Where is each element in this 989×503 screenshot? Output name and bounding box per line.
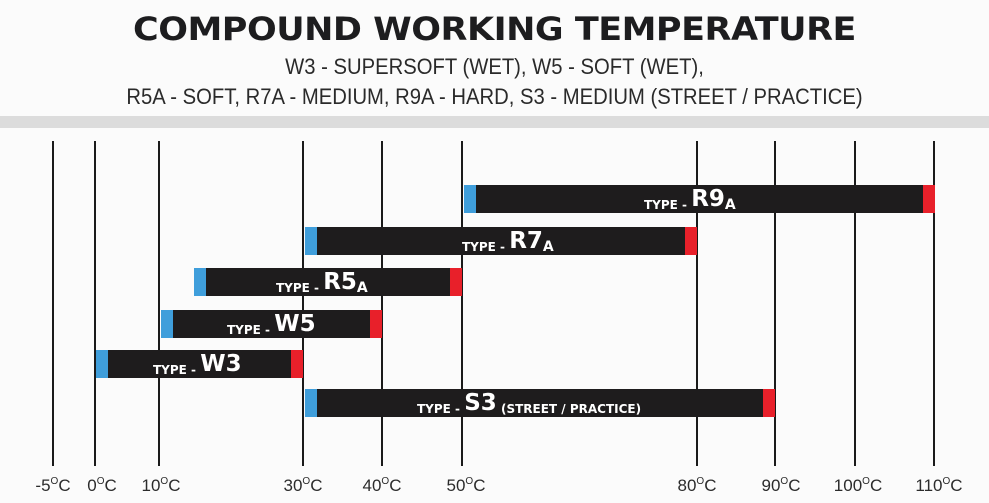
gridline-30 bbox=[302, 141, 304, 466]
gridline-90 bbox=[774, 141, 776, 466]
cold-end-marker bbox=[161, 310, 173, 338]
tick-label: -5OC bbox=[35, 476, 71, 495]
tick-label: 0OC bbox=[87, 476, 117, 495]
tick-label: 30OC bbox=[283, 476, 323, 495]
cold-end-marker bbox=[194, 268, 206, 296]
tick-label: 40OC bbox=[362, 476, 402, 495]
chart-subtitle-line1: W3 - SUPERSOFT (WET), W5 - SOFT (WET), bbox=[285, 54, 704, 79]
gridline-0 bbox=[94, 141, 96, 466]
bar-label: TYPE - W3 bbox=[153, 351, 242, 377]
tick-label: 80OC bbox=[677, 476, 717, 495]
bar-w3: TYPE - W3 bbox=[96, 350, 303, 378]
bar-label: TYPE - R7A bbox=[462, 228, 554, 255]
tick-label: 100OC bbox=[833, 476, 883, 495]
cold-end-marker bbox=[96, 350, 108, 378]
bar-label: TYPE - R9A bbox=[644, 186, 736, 213]
tick-label: 90OC bbox=[761, 476, 801, 495]
chart-subtitle-line2: R5A - SOFT, R7A - MEDIUM, R9A - HARD, S3… bbox=[126, 84, 863, 109]
chart-title: COMPOUND WORKING TEMPERATURE bbox=[133, 11, 856, 49]
bar-label: TYPE - S3 (STREET / PRACTICE) bbox=[417, 390, 642, 416]
bar-r9a: TYPE - R9A bbox=[464, 185, 935, 213]
gridline-minus5 bbox=[52, 141, 54, 466]
gridline-80 bbox=[696, 141, 698, 466]
tick-label: 10OC bbox=[141, 476, 181, 495]
cold-end-marker bbox=[464, 185, 476, 213]
hot-end-marker bbox=[763, 389, 775, 417]
hot-end-marker bbox=[450, 268, 462, 296]
tick-label: 110OC bbox=[915, 476, 963, 495]
bar-r7a: TYPE - R7A bbox=[305, 227, 697, 255]
cold-end-marker bbox=[305, 389, 317, 417]
gridline-50 bbox=[461, 141, 463, 466]
hot-end-marker bbox=[291, 350, 303, 378]
gridline-110 bbox=[933, 141, 935, 466]
hot-end-marker bbox=[685, 227, 697, 255]
cold-end-marker bbox=[305, 227, 317, 255]
hot-end-marker bbox=[370, 310, 382, 338]
bar-r5a: TYPE - R5A bbox=[194, 268, 462, 296]
bar-label: TYPE - W5 bbox=[227, 311, 316, 337]
tick-label: 50OC bbox=[446, 476, 486, 495]
divider-band bbox=[0, 116, 989, 128]
hot-end-marker bbox=[923, 185, 935, 213]
gridline-40 bbox=[381, 141, 383, 466]
bar-s3: TYPE - S3 (STREET / PRACTICE) bbox=[305, 389, 775, 417]
gridline-10 bbox=[158, 141, 160, 466]
bar-w5: TYPE - W5 bbox=[161, 310, 382, 338]
bar-label: TYPE - R5A bbox=[276, 269, 368, 296]
gridline-100 bbox=[854, 141, 856, 466]
